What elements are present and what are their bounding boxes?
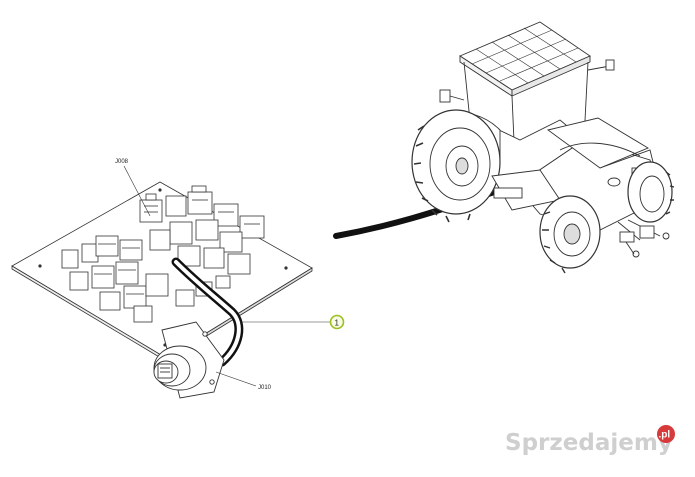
leader-lines: [123, 165, 330, 387]
watermark-suffix: .pl: [659, 430, 671, 441]
circuit-board: [11, 181, 313, 362]
tractor-illustration: [411, 21, 675, 274]
connector-label-top: J008: [115, 159, 129, 165]
roof-grid: [471, 27, 579, 84]
watermark-badge: .pl: [657, 425, 675, 443]
callout-marker: 1: [329, 314, 345, 330]
relay-block-left: [61, 235, 169, 323]
connector-label-bottom: J010: [258, 385, 272, 391]
front-hitch: [617, 219, 670, 258]
relay-block-upper: [139, 185, 265, 275]
rear-wheel: [411, 109, 501, 223]
watermark-brand-text: Sprzedajemy: [505, 430, 673, 456]
round-connector: [153, 321, 225, 399]
wiring-harness: [171, 257, 244, 367]
callout-number: 1: [335, 319, 340, 328]
front-wheel-right: [627, 161, 675, 223]
front-wheel-left: [539, 195, 601, 274]
watermark-logo: Sprzedajemy .pl: [505, 424, 695, 460]
